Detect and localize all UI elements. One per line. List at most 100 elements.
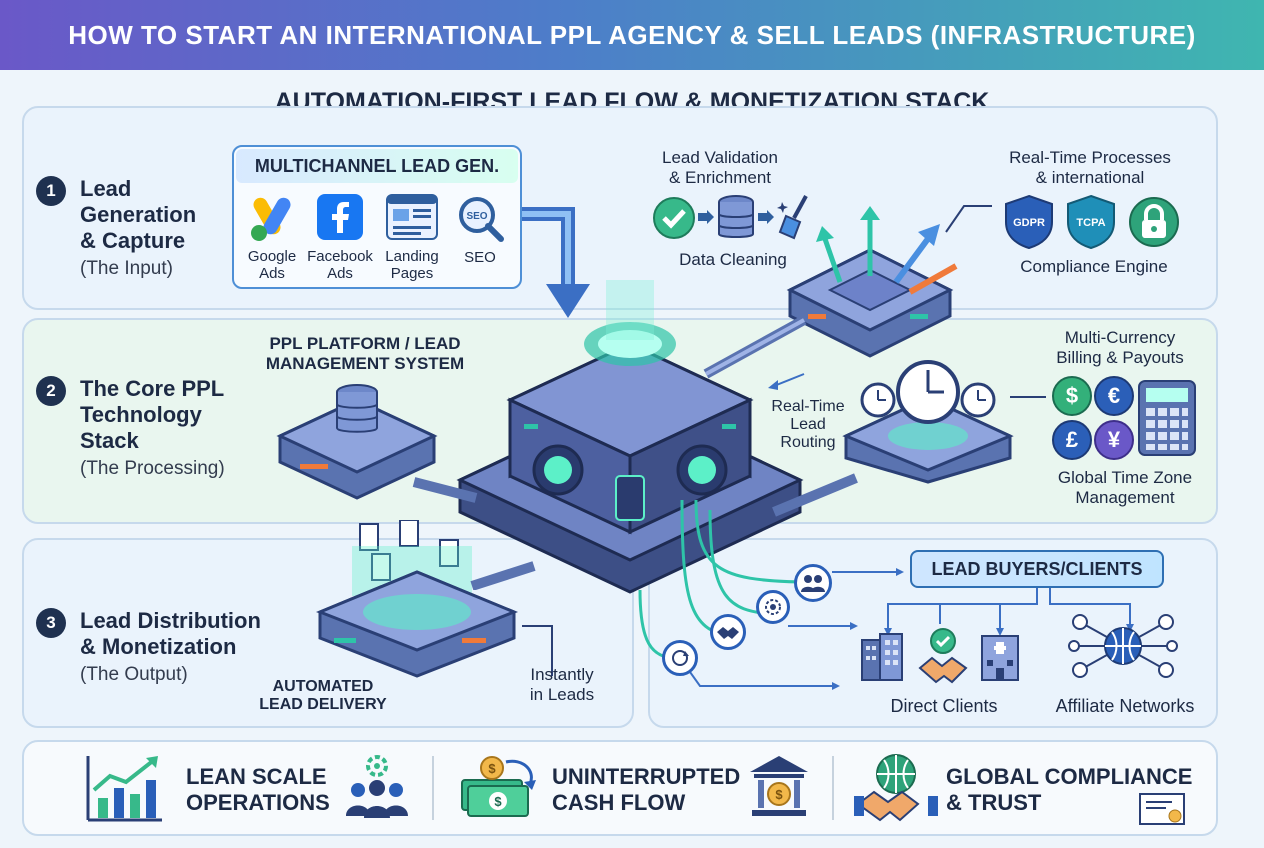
benefit-line: OPERATIONS	[186, 790, 330, 815]
benefit-line: LEAN SCALE	[186, 764, 327, 789]
section2-title-line: Stack	[80, 428, 139, 453]
lead-delivery-module	[315, 520, 519, 678]
data-cleaning-label: Data Cleaning	[679, 250, 787, 269]
buyers-tree-lines	[884, 588, 1134, 636]
tcpa-badge-text: TCPA	[1076, 217, 1105, 229]
billing-connector-line	[1010, 396, 1046, 398]
step-number-2: 2	[36, 376, 66, 406]
section3-title: Lead Distribution & Monetization	[80, 608, 261, 660]
channel-label-line: SEO	[464, 249, 496, 266]
core-to-timezone-connector	[772, 473, 858, 517]
real-time-processor-module	[786, 206, 958, 358]
delivery-line: LEAD DELIVERY	[259, 696, 387, 713]
instantly-leads-label: Instantly in Leads	[512, 665, 612, 705]
google-ads-icon	[251, 197, 291, 241]
lock-icon	[1129, 197, 1179, 247]
core-ppl-engine	[456, 280, 804, 594]
seo-icon: SEO	[459, 197, 504, 242]
section1-title-line: Generation	[80, 202, 197, 227]
platform-database-module	[276, 384, 438, 500]
section1-subtitle: (The Input)	[80, 258, 173, 279]
gdpr-badge-text: GDPR	[1013, 217, 1045, 229]
benefits-panel	[22, 740, 1218, 836]
platform-to-core-connector	[412, 477, 478, 503]
page-title: HOW TO START AN INTERNATIONAL PPL AGENCY…	[68, 19, 1196, 50]
benefit-lean-scale: LEAN SCALE OPERATIONS	[186, 764, 330, 816]
section2-subtitle: (The Processing)	[80, 458, 225, 479]
instant-line: Instantly	[530, 665, 594, 684]
globe-handshake-icon	[854, 754, 938, 822]
benefit-line: & TRUST	[946, 790, 1042, 815]
lead-routing-label: Real-Time Lead Routing	[760, 398, 856, 452]
benefit-compliance: GLOBAL COMPLIANCE & TRUST	[946, 764, 1192, 816]
growth-chart-icon	[86, 756, 162, 822]
routing-label-line: Lead	[790, 416, 826, 433]
gdpr-shield-icon: GDPR	[1005, 194, 1053, 250]
benefit-line: UNINTERRUPTED	[552, 764, 741, 789]
calculator-icon	[1138, 380, 1196, 456]
hospital-building-icon	[981, 635, 1019, 681]
channel-label-line: Pages	[390, 265, 434, 282]
benefit-line: GLOBAL COMPLIANCE	[946, 764, 1193, 789]
compliance-engine-label: Compliance Engine	[1020, 257, 1168, 276]
multichannel-title: MULTICHANNEL LEAD GEN.	[236, 149, 518, 183]
timezone-line: Management	[1075, 488, 1175, 507]
benefit-line: CASH FLOW	[552, 790, 686, 815]
cash-flow-icon: $ $	[461, 756, 536, 817]
instant-connector-line	[522, 625, 553, 676]
client-handshake-icon	[918, 656, 968, 684]
channel-label-line: Facebook	[307, 248, 373, 265]
benefit-divider	[432, 756, 434, 820]
core-to-delivery-connector	[470, 561, 536, 590]
lead-buyers-label: LEAD BUYERS/CLIENTS	[910, 550, 1164, 588]
channel-label-google: Google Ads	[240, 248, 304, 282]
facebook-icon	[317, 194, 363, 240]
step-number-3: 3	[36, 608, 66, 638]
input-flow-arrow	[522, 207, 590, 318]
cleaning-brush-icon	[777, 195, 808, 240]
approved-check-icon	[930, 628, 956, 654]
affiliate-networks-label: Affiliate Networks	[1055, 696, 1195, 716]
channel-label-seo: SEO	[450, 248, 510, 268]
channel-label-line: Ads	[327, 265, 353, 282]
section3-subtitle: (The Output)	[80, 664, 188, 685]
pound-coin-icon: £	[1052, 420, 1092, 460]
section1-title-line: Lead	[80, 176, 132, 201]
bank-icon: $	[750, 756, 808, 816]
ppl-platform-label: PPL PLATFORM / LEAD MANAGEMENT SYSTEM	[250, 334, 480, 374]
affiliate-network-icon	[1068, 614, 1178, 678]
validation-title: Lead Validation & Enrichment	[640, 148, 800, 188]
billing-line: Billing & Payouts	[1056, 348, 1184, 367]
compliance-connector-line	[945, 205, 992, 233]
team-gear-icon	[346, 755, 408, 818]
instant-line: in Leads	[529, 685, 595, 704]
channel-label-landing: Landing Pages	[376, 248, 448, 282]
database-icon	[718, 195, 754, 238]
timezone-line: Global Time Zone	[1057, 468, 1193, 487]
timezone-title: Global Time Zone Management	[1030, 468, 1220, 508]
check-icon	[653, 197, 695, 239]
validation-title-line: Lead Validation	[662, 148, 778, 167]
compliance-title-line: & international	[1035, 168, 1145, 187]
office-building-icon	[861, 633, 903, 681]
direct-clients-label: Direct Clients	[890, 696, 998, 716]
compliance-title: Real-Time Processes & international	[990, 148, 1190, 188]
deal-handshake-icon	[710, 614, 746, 650]
routing-arrow-icon	[768, 373, 805, 390]
billing-line: Multi-Currency	[1064, 328, 1176, 347]
validation-title-line: & Enrichment	[668, 168, 772, 187]
section2-title-line: The Core PPL	[80, 376, 225, 401]
step-number-1: 1	[36, 176, 66, 206]
certificate-icon	[1139, 793, 1185, 825]
delivery-line: AUTOMATED	[272, 678, 374, 695]
channel-label-line: Google	[247, 248, 297, 265]
header-banner: HOW TO START AN INTERNATIONAL PPL AGENCY…	[0, 0, 1264, 70]
arrow-right-icon	[698, 210, 714, 224]
yen-coin-icon: ¥	[1094, 420, 1134, 460]
automated-delivery-label: AUTOMATED LEAD DELIVERY	[258, 678, 388, 714]
section1-title: Lead Generation & Capture	[80, 176, 196, 254]
compliance-title-line: Real-Time Processes	[1009, 148, 1171, 167]
svg-text:$: $	[775, 787, 783, 802]
channel-label-facebook: Facebook Ads	[304, 248, 376, 282]
landing-page-icon	[386, 194, 438, 240]
